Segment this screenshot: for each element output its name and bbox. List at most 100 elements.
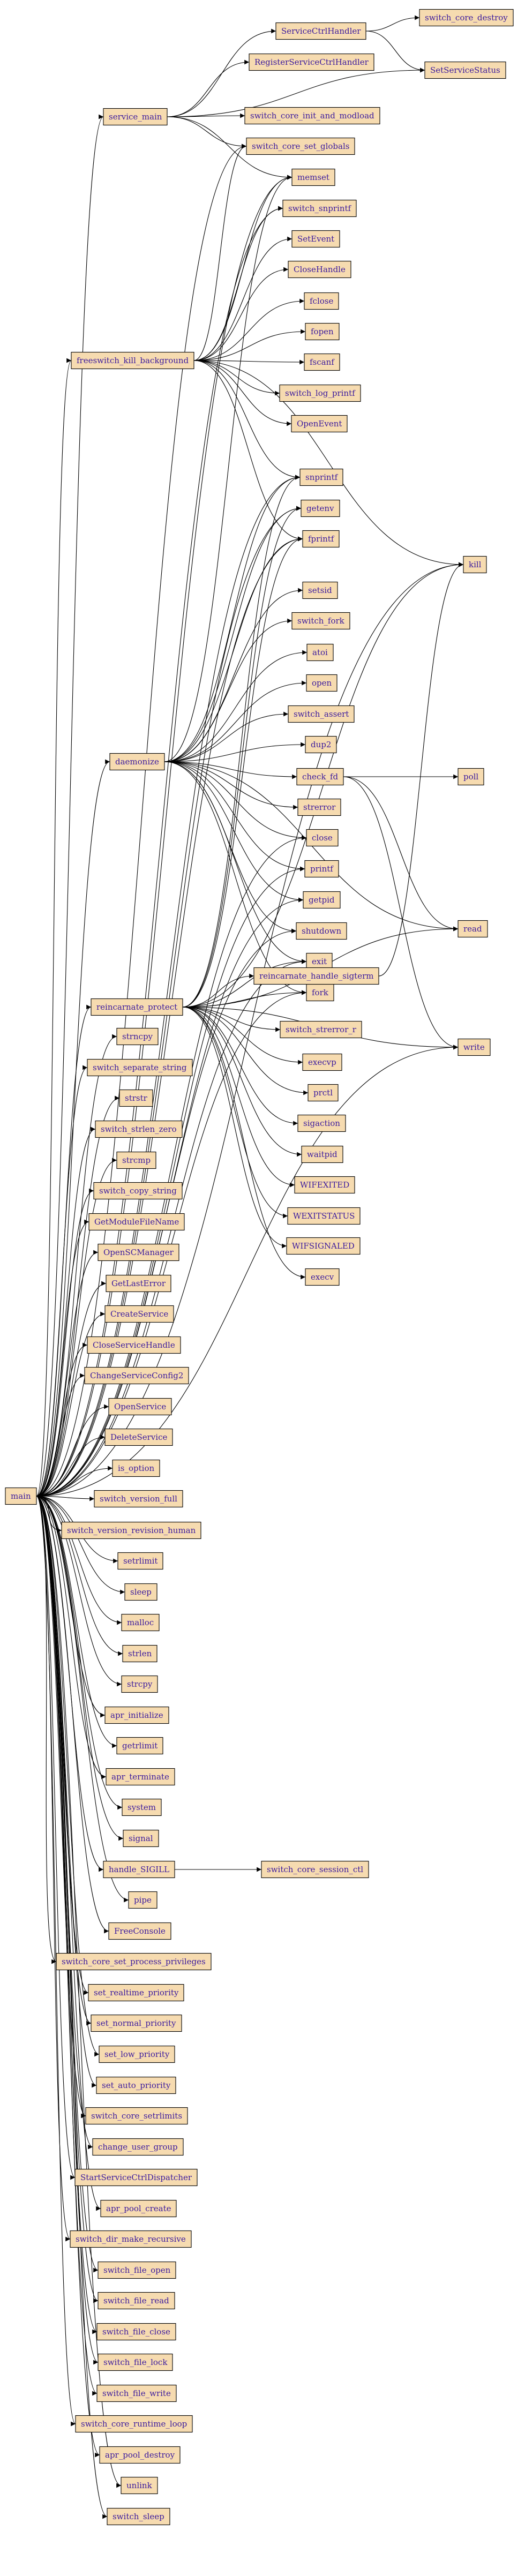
node-waitpid[interactable]: waitpid bbox=[301, 1145, 343, 1163]
node-switch_version_full[interactable]: switch_version_full bbox=[94, 1490, 183, 1508]
node-setrlimit[interactable]: setrlimit bbox=[117, 1552, 163, 1570]
node-switch_assert[interactable]: switch_assert bbox=[288, 705, 355, 723]
node-CreateService[interactable]: CreateService bbox=[104, 1305, 174, 1323]
node-atoi[interactable]: atoi bbox=[306, 643, 334, 662]
node-CloseServiceHandle[interactable]: CloseServiceHandle bbox=[87, 1336, 181, 1354]
node-open[interactable]: open bbox=[306, 674, 338, 692]
node-exit[interactable]: exit bbox=[306, 952, 333, 971]
node-kill[interactable]: kill bbox=[463, 555, 487, 574]
node-GetLastError[interactable]: GetLastError bbox=[106, 1274, 171, 1293]
node-setsid[interactable]: setsid bbox=[302, 581, 338, 599]
node-switch_core_destroy[interactable]: switch_core_destroy bbox=[419, 9, 514, 27]
node-fclose[interactable]: fclose bbox=[304, 292, 339, 310]
node-unlink[interactable]: unlink bbox=[121, 2476, 158, 2495]
node-check_fd[interactable]: check_fd bbox=[296, 768, 344, 786]
node-sigaction[interactable]: sigaction bbox=[297, 1114, 346, 1132]
node-getenv[interactable]: getenv bbox=[301, 499, 340, 517]
node-switch_core_init_and_modload[interactable]: switch_core_init_and_modload bbox=[244, 107, 380, 125]
node-RegisterServiceCtrlHandler[interactable]: RegisterServiceCtrlHandler bbox=[249, 53, 374, 71]
node-getpid[interactable]: getpid bbox=[303, 891, 341, 909]
node-reincarnate_protect[interactable]: reincarnate_protect bbox=[91, 998, 183, 1016]
node-switch_file_close[interactable]: switch_file_close bbox=[96, 2323, 176, 2341]
node-switch_core_setrlimits[interactable]: switch_core_setrlimits bbox=[85, 2107, 188, 2125]
node-apr_initialize[interactable]: apr_initialize bbox=[104, 1706, 169, 1724]
node-fork[interactable]: fork bbox=[306, 983, 334, 1002]
node-memset[interactable]: memset bbox=[291, 168, 335, 186]
node-fopen[interactable]: fopen bbox=[305, 322, 340, 341]
node-ServiceCtrlHandler[interactable]: ServiceCtrlHandler bbox=[275, 22, 366, 40]
node-switch_file_open[interactable]: switch_file_open bbox=[98, 2261, 176, 2279]
node-StartServiceCtrlDispatcher[interactable]: StartServiceCtrlDispatcher bbox=[74, 2168, 198, 2187]
node-poll[interactable]: poll bbox=[458, 768, 484, 786]
node-switch_snprintf[interactable]: switch_snprintf bbox=[282, 199, 357, 217]
node-set_auto_priority[interactable]: set_auto_priority bbox=[96, 2076, 176, 2094]
node-OpenSCManager[interactable]: OpenSCManager bbox=[98, 1243, 179, 1261]
node-dup2[interactable]: dup2 bbox=[305, 735, 337, 754]
node-snprintf[interactable]: snprintf bbox=[299, 468, 343, 486]
node-set_low_priority[interactable]: set_low_priority bbox=[99, 2045, 175, 2063]
node-GetModuleFileName[interactable]: GetModuleFileName bbox=[88, 1213, 185, 1231]
node-set_realtime_priority[interactable]: set_realtime_priority bbox=[88, 1984, 184, 2002]
node-system[interactable]: system bbox=[122, 1798, 162, 1816]
node-signal[interactable]: signal bbox=[123, 1829, 159, 1847]
node-switch_copy_string[interactable]: switch_copy_string bbox=[93, 1182, 183, 1200]
node-switch_separate_string[interactable]: switch_separate_string bbox=[87, 1058, 193, 1077]
node-SetEvent[interactable]: SetEvent bbox=[291, 230, 340, 248]
node-OpenEvent[interactable]: OpenEvent bbox=[291, 415, 348, 433]
node-execvp[interactable]: execvp bbox=[302, 1053, 342, 1071]
node-printf[interactable]: printf bbox=[304, 860, 339, 878]
node-WIFEXITED[interactable]: WIFEXITED bbox=[294, 1176, 355, 1194]
node-malloc[interactable]: malloc bbox=[121, 1613, 160, 1632]
node-strcpy[interactable]: strcpy bbox=[121, 1675, 158, 1693]
node-switch_version_revision_human[interactable]: switch_version_revision_human bbox=[61, 1521, 201, 1539]
node-WEXITSTATUS[interactable]: WEXITSTATUS bbox=[287, 1207, 361, 1225]
node-switch_file_write[interactable]: switch_file_write bbox=[96, 2384, 177, 2402]
node-service_main[interactable]: service_main bbox=[103, 108, 168, 126]
node-getrlimit[interactable]: getrlimit bbox=[116, 1737, 163, 1755]
node-close[interactable]: close bbox=[306, 829, 339, 847]
node-ChangeServiceConfig2[interactable]: ChangeServiceConfig2 bbox=[84, 1366, 189, 1385]
node-freeswitch_kill_background[interactable]: freeswitch_kill_background bbox=[71, 351, 194, 370]
node-switch_file_read[interactable]: switch_file_read bbox=[98, 2292, 175, 2310]
node-execv[interactable]: execv bbox=[305, 1268, 340, 1286]
node-switch_dir_make_recursive[interactable]: switch_dir_make_recursive bbox=[70, 2230, 192, 2248]
node-switch_log_printf[interactable]: switch_log_printf bbox=[279, 384, 361, 402]
node-main[interactable]: main bbox=[5, 1487, 37, 1505]
node-apr_terminate[interactable]: apr_terminate bbox=[106, 1768, 175, 1786]
node-change_user_group[interactable]: change_user_group bbox=[92, 2138, 184, 2156]
node-prctl[interactable]: prctl bbox=[308, 1084, 339, 1102]
node-switch_core_set_globals[interactable]: switch_core_set_globals bbox=[246, 137, 355, 155]
node-switch_strlen_zero[interactable]: switch_strlen_zero bbox=[95, 1120, 183, 1138]
node-switch_core_session_ctl[interactable]: switch_core_session_ctl bbox=[261, 1860, 369, 1879]
node-switch_file_lock[interactable]: switch_file_lock bbox=[98, 2353, 173, 2371]
node-reincarnate_handle_sigterm[interactable]: reincarnate_handle_sigterm bbox=[253, 967, 379, 985]
node-sleep[interactable]: sleep bbox=[124, 1583, 158, 1601]
node-write[interactable]: write bbox=[458, 1038, 491, 1056]
node-SetServiceStatus[interactable]: SetServiceStatus bbox=[424, 61, 506, 79]
node-apr_pool_destroy[interactable]: apr_pool_destroy bbox=[99, 2446, 181, 2464]
node-read[interactable]: read bbox=[458, 920, 488, 938]
node-FreeConsole[interactable]: FreeConsole bbox=[108, 1922, 171, 1940]
node-switch_core_set_process_privileges[interactable]: switch_core_set_process_privileges bbox=[56, 1952, 212, 1971]
node-pipe[interactable]: pipe bbox=[128, 1891, 158, 1909]
node-switch_core_runtime_loop[interactable]: switch_core_runtime_loop bbox=[75, 2415, 193, 2433]
node-daemonize[interactable]: daemonize bbox=[109, 753, 165, 771]
node-switch_fork[interactable]: switch_fork bbox=[291, 612, 350, 630]
node-WIFSIGNALED[interactable]: WIFSIGNALED bbox=[286, 1237, 361, 1255]
node-strlen[interactable]: strlen bbox=[122, 1644, 158, 1663]
node-OpenService[interactable]: OpenService bbox=[108, 1398, 172, 1416]
node-set_normal_priority[interactable]: set_normal_priority bbox=[91, 2014, 182, 2032]
node-strncpy[interactable]: strncpy bbox=[116, 1027, 159, 1046]
node-switch_sleep[interactable]: switch_sleep bbox=[107, 2507, 170, 2526]
node-apr_pool_create[interactable]: apr_pool_create bbox=[100, 2199, 177, 2218]
node-fprintf[interactable]: fprintf bbox=[302, 530, 340, 548]
node-strstr[interactable]: strstr bbox=[119, 1089, 153, 1107]
node-fscanf[interactable]: fscanf bbox=[304, 353, 340, 371]
node-switch_strerror_r[interactable]: switch_strerror_r bbox=[280, 1020, 362, 1039]
node-strerror[interactable]: strerror bbox=[297, 798, 341, 816]
node-DeleteService[interactable]: DeleteService bbox=[104, 1428, 173, 1446]
node-CloseHandle[interactable]: CloseHandle bbox=[288, 260, 351, 279]
node-strcmp[interactable]: strcmp bbox=[116, 1151, 156, 1169]
node-is_option[interactable]: is_option bbox=[112, 1459, 160, 1477]
node-handle_SIGILL[interactable]: handle_SIGILL bbox=[103, 1860, 175, 1879]
